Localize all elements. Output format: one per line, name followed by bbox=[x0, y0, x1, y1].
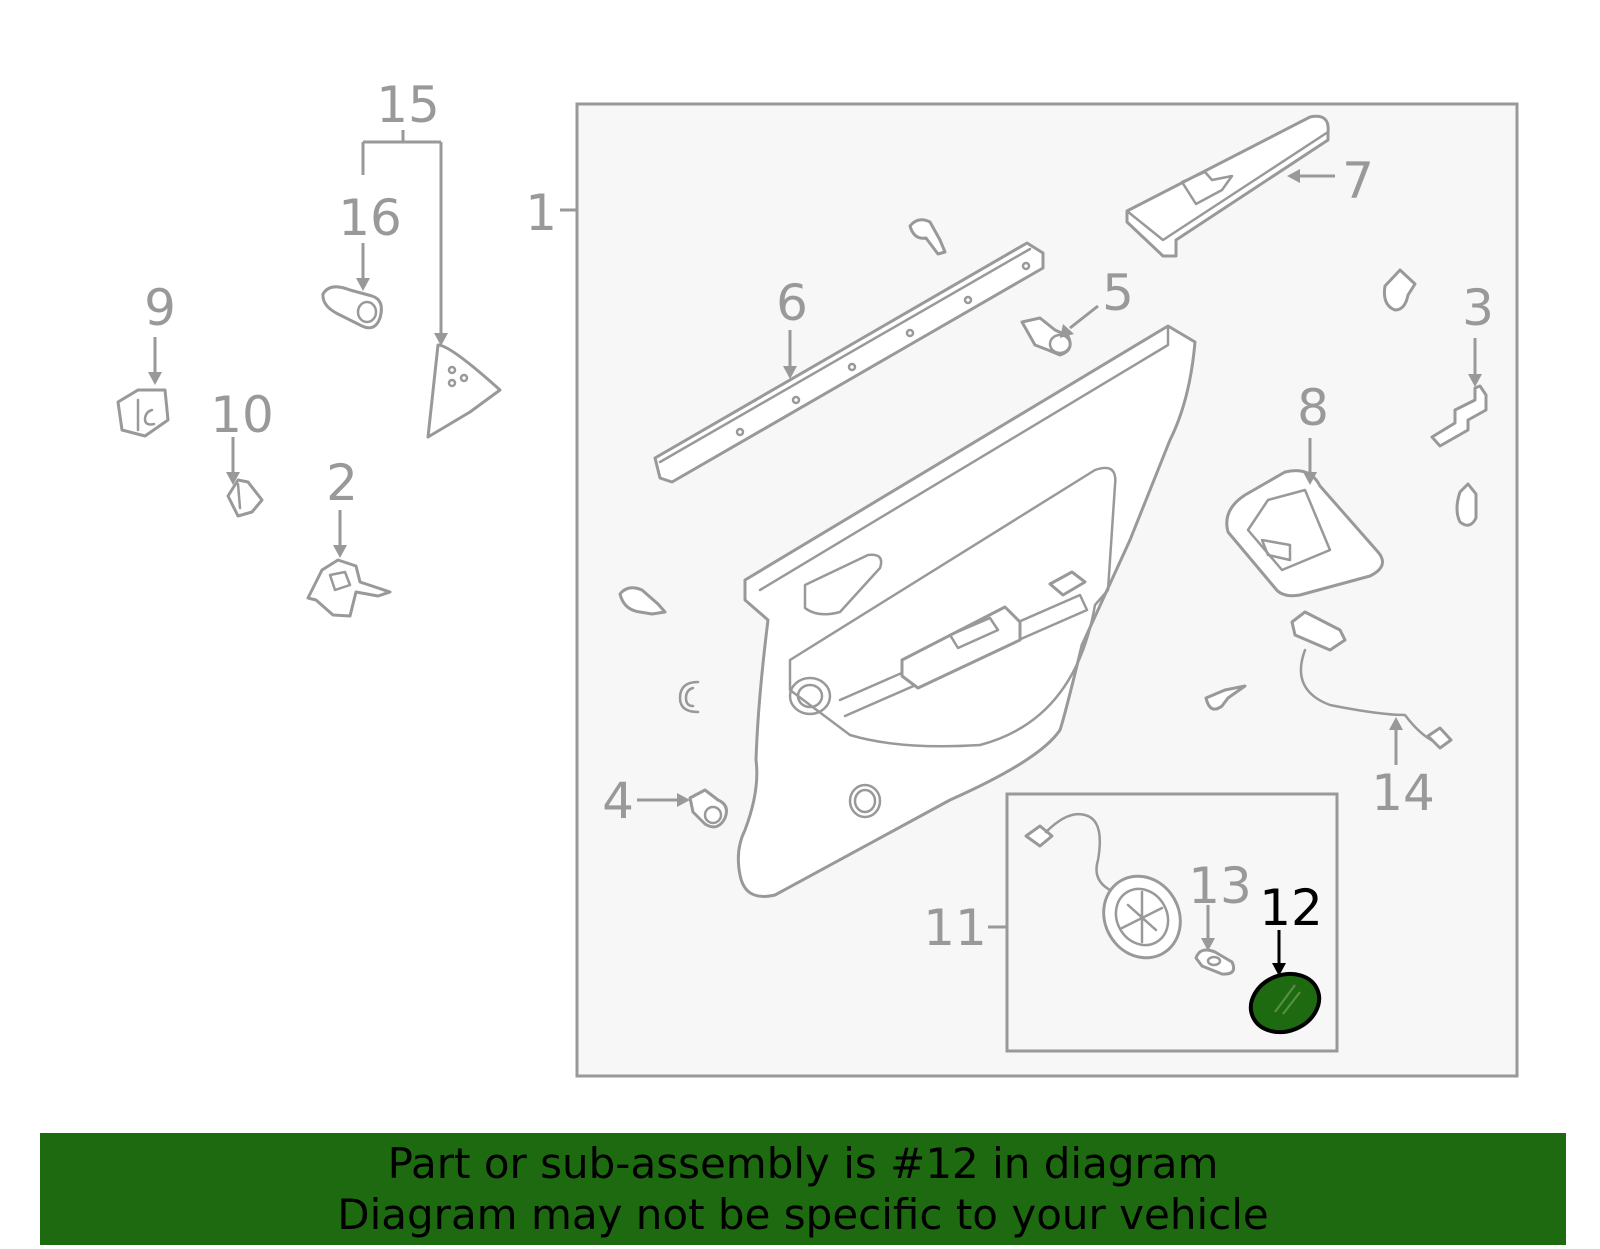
callout-16: 16 bbox=[338, 189, 402, 247]
callout-6: 6 bbox=[776, 274, 808, 332]
part-10-clip[interactable] bbox=[226, 478, 264, 518]
callout-7: 7 bbox=[1342, 152, 1374, 210]
callout-2: 2 bbox=[326, 454, 358, 512]
callout-10: 10 bbox=[210, 386, 274, 444]
screw-upper-right[interactable] bbox=[1383, 268, 1417, 312]
callout-12: 12 bbox=[1259, 879, 1323, 937]
screw-left[interactable] bbox=[618, 586, 667, 616]
info-banner: Part or sub-assembly is #12 in diagram D… bbox=[40, 1133, 1566, 1245]
callout-8: 8 bbox=[1297, 379, 1329, 437]
part-16-clip[interactable] bbox=[321, 285, 383, 330]
part-3-bracket[interactable] bbox=[1430, 384, 1488, 448]
banner-line-1: Part or sub-assembly is #12 in diagram bbox=[387, 1139, 1219, 1188]
part-7-switch-bezel[interactable] bbox=[1125, 114, 1330, 258]
part-8-handle-escutcheon[interactable] bbox=[1225, 469, 1384, 598]
callout-9: 9 bbox=[144, 279, 176, 337]
part-13-clip[interactable] bbox=[1194, 948, 1236, 976]
part-4-grommet[interactable] bbox=[688, 788, 728, 829]
callout-13: 13 bbox=[1188, 857, 1252, 915]
door-trim-panel[interactable] bbox=[736, 324, 1197, 898]
part-15-triangle-trim[interactable] bbox=[426, 343, 502, 439]
part-2-bracket[interactable] bbox=[306, 558, 392, 618]
callout-14: 14 bbox=[1371, 764, 1435, 822]
part-12-speaker-grille[interactable] bbox=[1242, 964, 1328, 1042]
screw-lower-mid[interactable] bbox=[1204, 684, 1247, 711]
callout-4: 4 bbox=[602, 772, 634, 830]
part-9-clip[interactable] bbox=[116, 388, 170, 438]
banner-line-2: Diagram may not be specific to your vehi… bbox=[337, 1190, 1269, 1239]
screw-right[interactable] bbox=[1455, 482, 1478, 527]
leader-lines bbox=[148, 130, 1482, 976]
callout-labels: 1 2 3 4 5 6 7 8 9 10 11 12 13 14 15 16 bbox=[144, 76, 1494, 957]
c-clip[interactable] bbox=[678, 680, 700, 714]
part-11-speaker[interactable] bbox=[1024, 812, 1195, 972]
callout-15: 15 bbox=[376, 76, 440, 134]
callout-11: 11 bbox=[923, 899, 987, 957]
callout-3: 3 bbox=[1462, 279, 1494, 337]
part-14-wiring[interactable] bbox=[1290, 610, 1453, 750]
callout-1: 1 bbox=[525, 184, 557, 242]
clip-upper-center[interactable] bbox=[908, 218, 947, 256]
part-6-belt-moulding[interactable] bbox=[653, 241, 1045, 484]
callout-5: 5 bbox=[1102, 264, 1134, 322]
